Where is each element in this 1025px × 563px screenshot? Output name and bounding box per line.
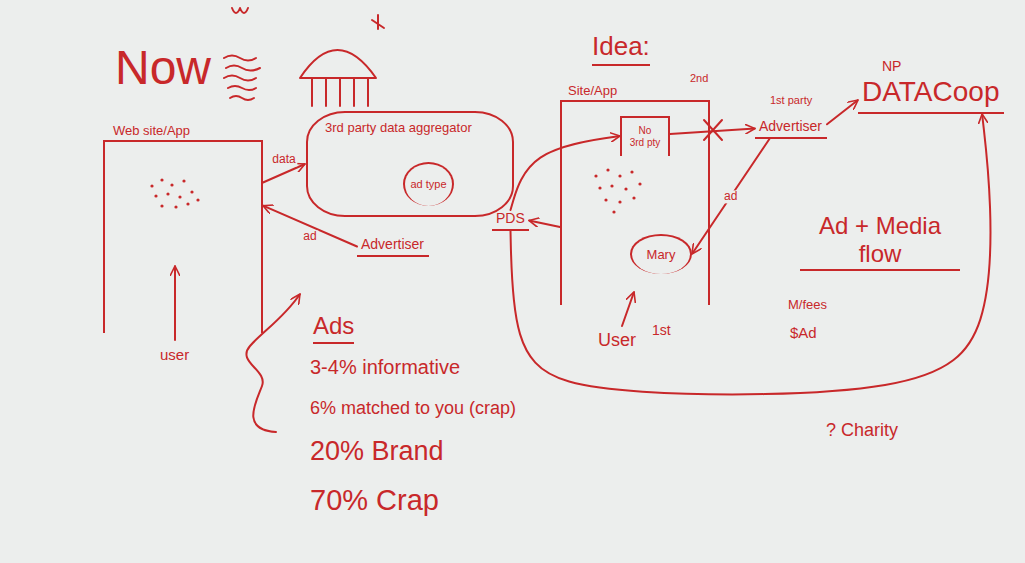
connector: [529, 221, 560, 228]
note: M/fees: [788, 298, 827, 313]
node-text: 2nd: [690, 72, 708, 85]
connector: [670, 129, 755, 135]
list-item: 20% Brand: [310, 436, 444, 467]
list-item: 6% matched to you (crap): [310, 398, 516, 419]
node-text: 3rd pty: [630, 137, 661, 149]
node-text: PDS: [496, 210, 525, 227]
site-box: Site/App2ndNo3rd ptyMary: [560, 100, 710, 305]
scribble: [226, 66, 260, 71]
doodle: [372, 15, 384, 29]
edge-label: data: [270, 154, 297, 167]
heading: Now: [115, 40, 211, 95]
advertiser-label: Advertiser: [357, 236, 429, 257]
node-text: ad type: [410, 178, 446, 191]
note: $Ad: [790, 324, 817, 341]
actor-label: user: [160, 346, 189, 363]
node-text: 3rd party data aggregator: [325, 120, 480, 136]
connector: [511, 114, 991, 394]
node-text: Advertiser: [759, 118, 823, 135]
advertiser-label: Advertiser: [755, 118, 827, 139]
pds-label: PDS: [492, 210, 529, 231]
node-text: Site/App: [568, 83, 617, 99]
user-dots: [150, 178, 199, 208]
connector: [263, 206, 357, 247]
user-arrow: [174, 266, 176, 340]
note: ? Charity: [826, 420, 898, 441]
node-text: Advertiser: [361, 236, 425, 253]
building-roof: [300, 50, 376, 78]
scribble: [230, 96, 254, 100]
actor-label: User: [598, 330, 636, 351]
mary-circle: Mary: [630, 234, 692, 274]
ad-type-circle: ad type: [403, 162, 454, 206]
node-text: Web site/App: [113, 123, 190, 139]
bracket-arrow: [246, 294, 300, 432]
edge-label: ad: [301, 230, 318, 243]
no-third-party-box: No3rd pty: [620, 116, 670, 156]
heading: Ad + Media flow: [800, 212, 960, 271]
user-dots: [594, 168, 641, 213]
note: 1st party: [770, 94, 812, 107]
connector: [511, 136, 621, 210]
scribble: [224, 76, 256, 81]
building-columns: [312, 78, 368, 106]
doodle: [232, 8, 248, 13]
cloud-shape: [307, 112, 513, 216]
list-item: 70% Crap: [310, 484, 439, 517]
scribble: [228, 86, 256, 90]
note: 1st: [652, 322, 671, 338]
list-heading: Ads: [313, 312, 354, 344]
heading: Idea:: [592, 32, 650, 66]
data-coop-label: NPDATACoop: [858, 58, 1004, 114]
edge-label: ad: [722, 190, 739, 203]
connector: [827, 100, 858, 124]
user-arrow: [622, 292, 634, 326]
node-text: Mary: [647, 247, 676, 263]
aggregator-cloud: 3rd party data aggregator ad type: [305, 110, 515, 218]
connector: [692, 139, 769, 254]
node-text: NP: [862, 58, 1000, 75]
site-box: Web site/App: [103, 140, 263, 333]
node-text: DATACoop: [862, 75, 1000, 109]
scribble: [224, 56, 256, 61]
node-text: No: [639, 125, 652, 137]
list-item: 3-4% informative: [310, 356, 460, 379]
